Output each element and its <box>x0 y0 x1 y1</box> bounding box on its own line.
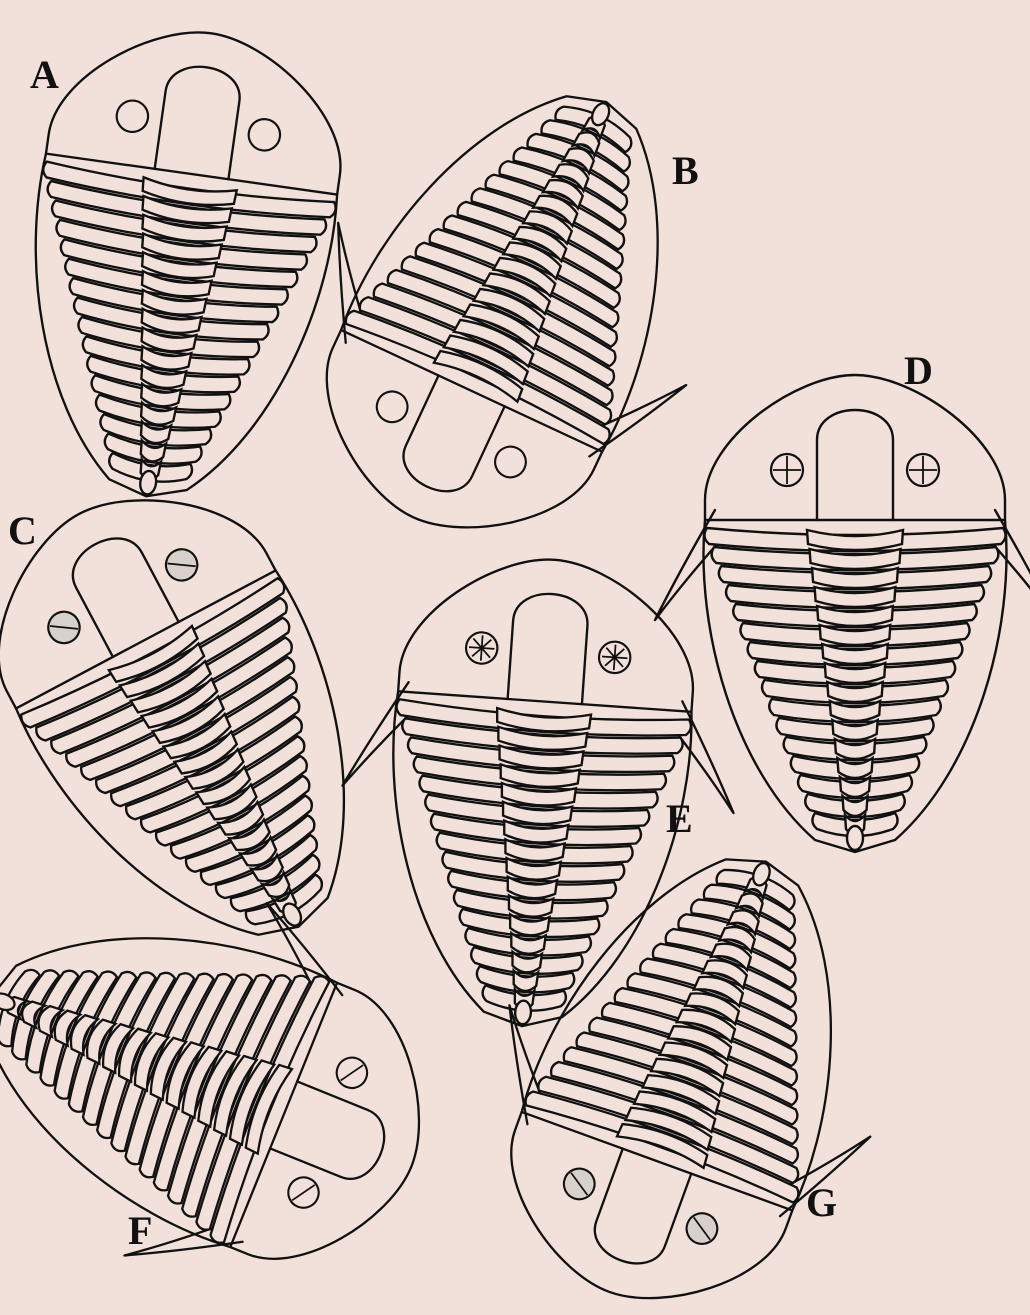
label-G: G <box>806 1180 837 1225</box>
genal-spine-left <box>655 510 725 620</box>
pygidium-tip <box>514 1000 531 1025</box>
glabella <box>508 591 590 704</box>
cephalon-outline <box>398 550 701 712</box>
eye-right-A <box>247 117 282 152</box>
glabella <box>394 375 505 502</box>
label-A: A <box>30 52 59 97</box>
cephalon-outline <box>46 13 357 195</box>
trilobite-C <box>0 444 430 996</box>
label-B: B <box>672 148 699 193</box>
eye-right-B <box>372 386 413 427</box>
eye-left-A <box>115 99 150 134</box>
glabella <box>817 410 893 520</box>
pygidium-tip <box>847 826 863 850</box>
glabella <box>270 1081 394 1187</box>
label-E: E <box>666 796 693 841</box>
glabella <box>62 527 178 657</box>
glabella <box>155 62 244 179</box>
axial-ring <box>807 530 903 550</box>
cephalon-outline <box>705 375 1005 520</box>
label-D: D <box>904 348 933 393</box>
eye-left-B <box>490 442 531 483</box>
label-C: C <box>8 508 37 553</box>
label-F: F <box>128 1208 152 1253</box>
